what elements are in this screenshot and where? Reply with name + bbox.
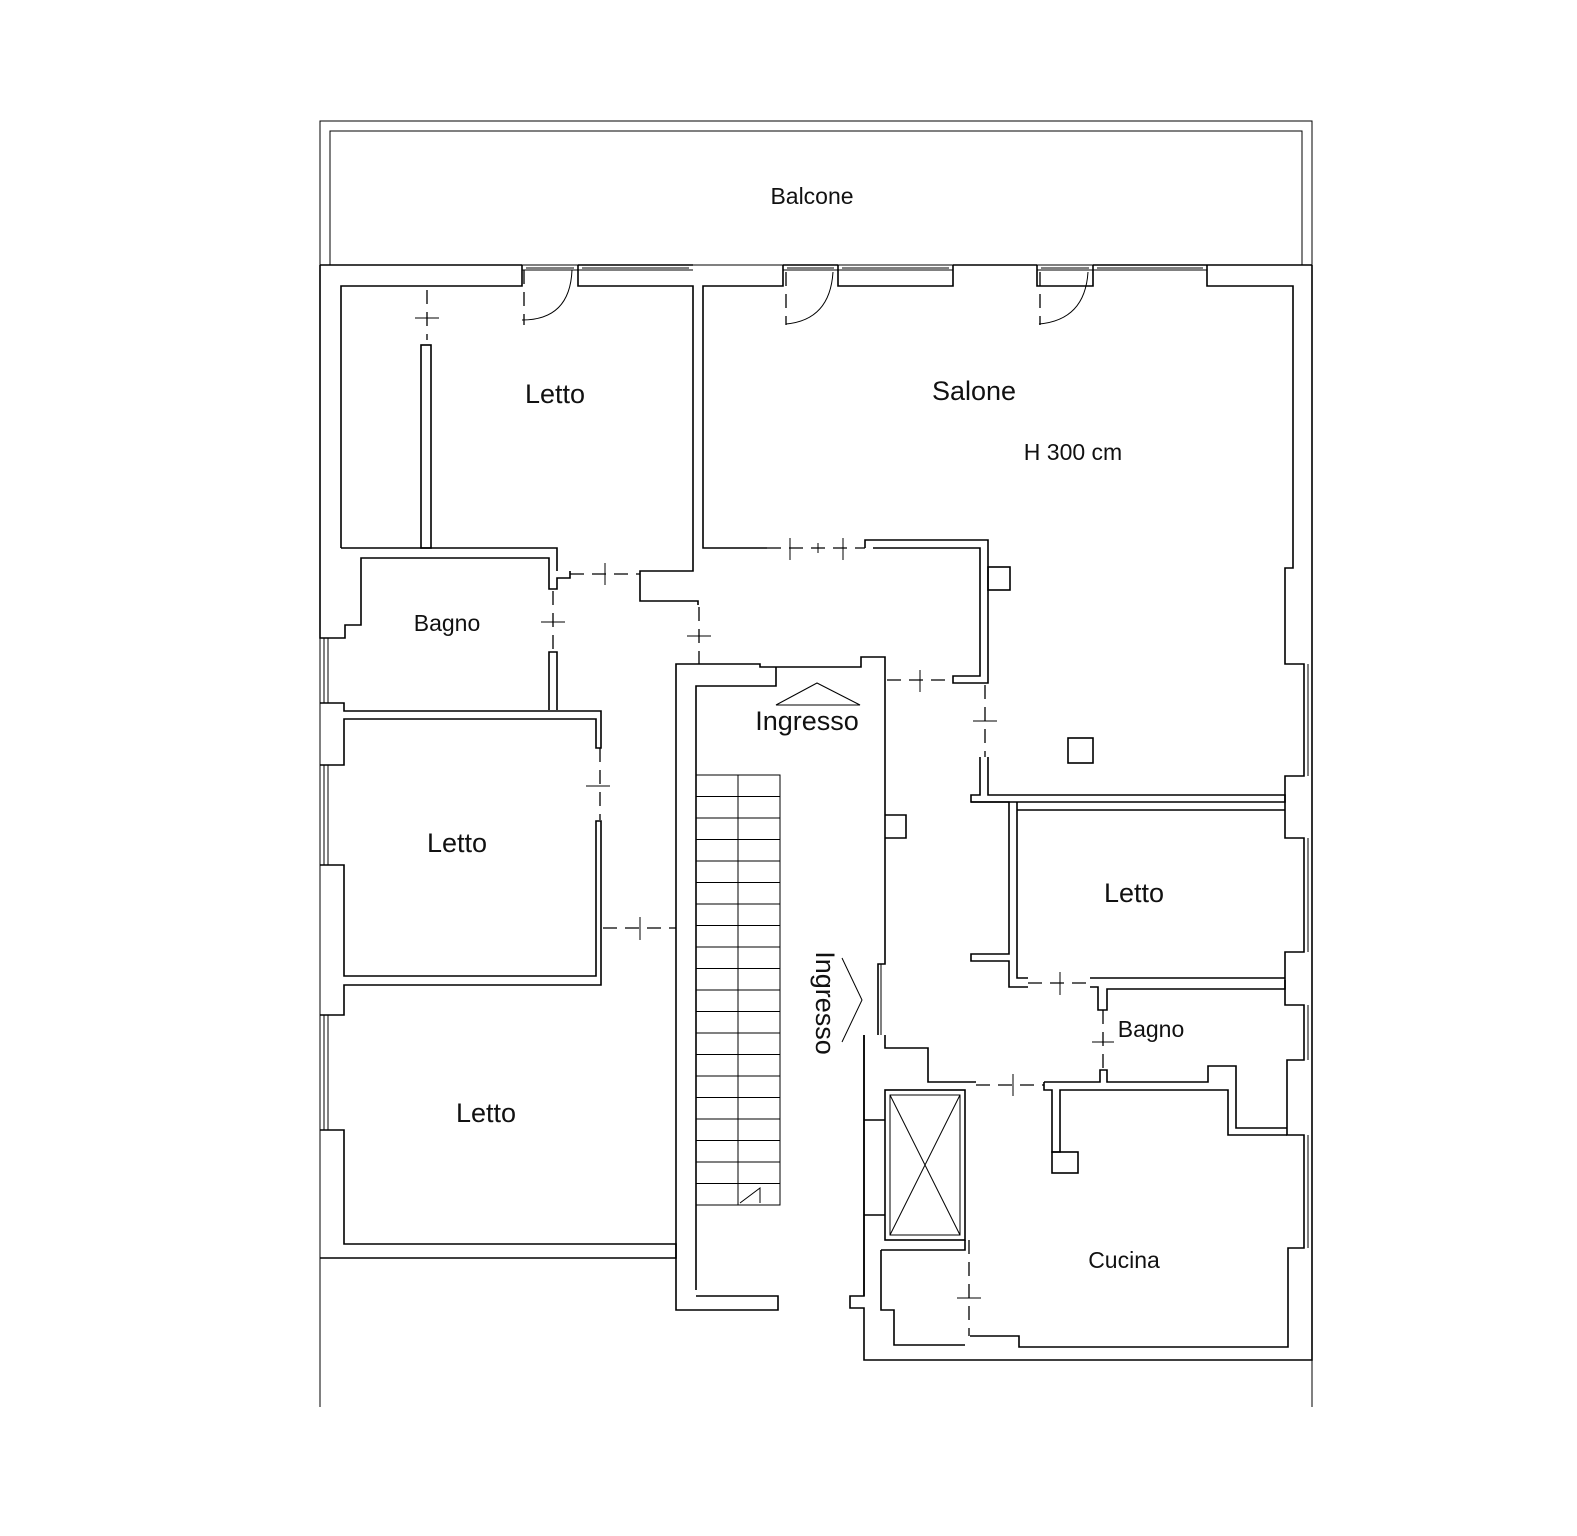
room-label-bagno: Bagno xyxy=(1118,1016,1185,1042)
entrance-arrow-side xyxy=(841,957,863,1043)
room-label-salone: Salone xyxy=(932,376,1016,406)
interior-walls xyxy=(702,539,1287,1174)
stair-core xyxy=(675,656,976,1346)
room-label-ingresso: Ingresso xyxy=(755,706,859,736)
doors xyxy=(415,269,1114,1336)
room-label-letto: Letto xyxy=(427,828,487,858)
room-label-balcone: Balcone xyxy=(770,183,853,209)
stair-arrow xyxy=(739,1187,761,1204)
room-label-letto: Letto xyxy=(456,1098,516,1128)
room-label-ingresso-side: Ingresso xyxy=(810,951,840,1055)
exterior-walls xyxy=(319,120,1313,1407)
ceiling-height-label: H 300 cm xyxy=(1024,439,1122,465)
room-label-cucina: Cucina xyxy=(1088,1247,1160,1273)
elevator xyxy=(884,1089,966,1241)
room-label-bagno: Bagno xyxy=(414,610,481,636)
room-label-letto: Letto xyxy=(1104,878,1164,908)
room-label-letto: Letto xyxy=(525,379,585,409)
staircase xyxy=(695,774,781,1206)
room-labels: Balcone Letto Salone H 300 cm Bagno Ingr… xyxy=(414,183,1185,1273)
entrance-arrow-top xyxy=(775,682,861,706)
